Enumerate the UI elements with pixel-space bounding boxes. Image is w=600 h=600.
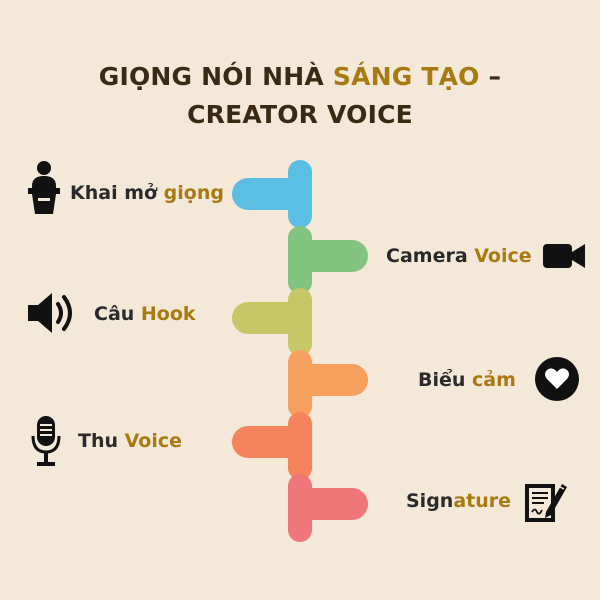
step-4-label: Biểu cảm [418,368,516,392]
video-camera-icon [543,244,585,268]
spine-segment-6 [288,474,312,542]
title-line-1: GIỌNG NÓI NHÀ SÁNG TẠO – [0,62,600,91]
step-3-label-accent: Hook [140,303,196,325]
spine-segment-2 [288,226,312,294]
spine-segment-3 [288,288,312,356]
heart-circle-icon [535,357,579,401]
title-text-gold: SÁNG TẠO [332,62,480,91]
podium-speaker-icon [28,161,60,214]
step-2-label-text: Camera [386,245,475,267]
title-subtitle: CREATOR VOICE [187,100,413,129]
step-6-label: Signature [406,489,511,513]
step-1-label-text: Khai mở [70,182,164,204]
spine-segment-1 [288,160,312,228]
spine-segment-4 [288,350,312,418]
step-2-label: Camera Voice [386,244,532,268]
title-dash: – [479,62,502,91]
speaker-volume-icon [28,293,72,333]
step-3-label: Câu Hook [94,302,196,326]
spine-segment-5 [288,412,312,480]
step-2-label-accent: Voice [474,245,532,267]
step-5-label-accent: Voice [124,430,183,452]
step-3-label-text: Câu [94,303,141,325]
step-4-label-accent: cảm [472,369,516,391]
title-line-2: CREATOR VOICE [0,100,600,129]
step-1-label-accent: giọng [163,182,224,204]
title-text-dark: GIỌNG NÓI NHÀ [98,62,333,91]
step-6-label-accent: ature [453,490,512,512]
step-6-label-text: Sign [406,490,454,512]
step-1-label: Khai mở giọng [70,181,224,205]
step-5-label-text: Thu [78,430,125,452]
step-4-label-text: Biểu [418,369,473,391]
signed-document-icon [525,484,567,522]
microphone-icon [31,416,61,466]
step-5-label: Thu Voice [78,429,182,453]
